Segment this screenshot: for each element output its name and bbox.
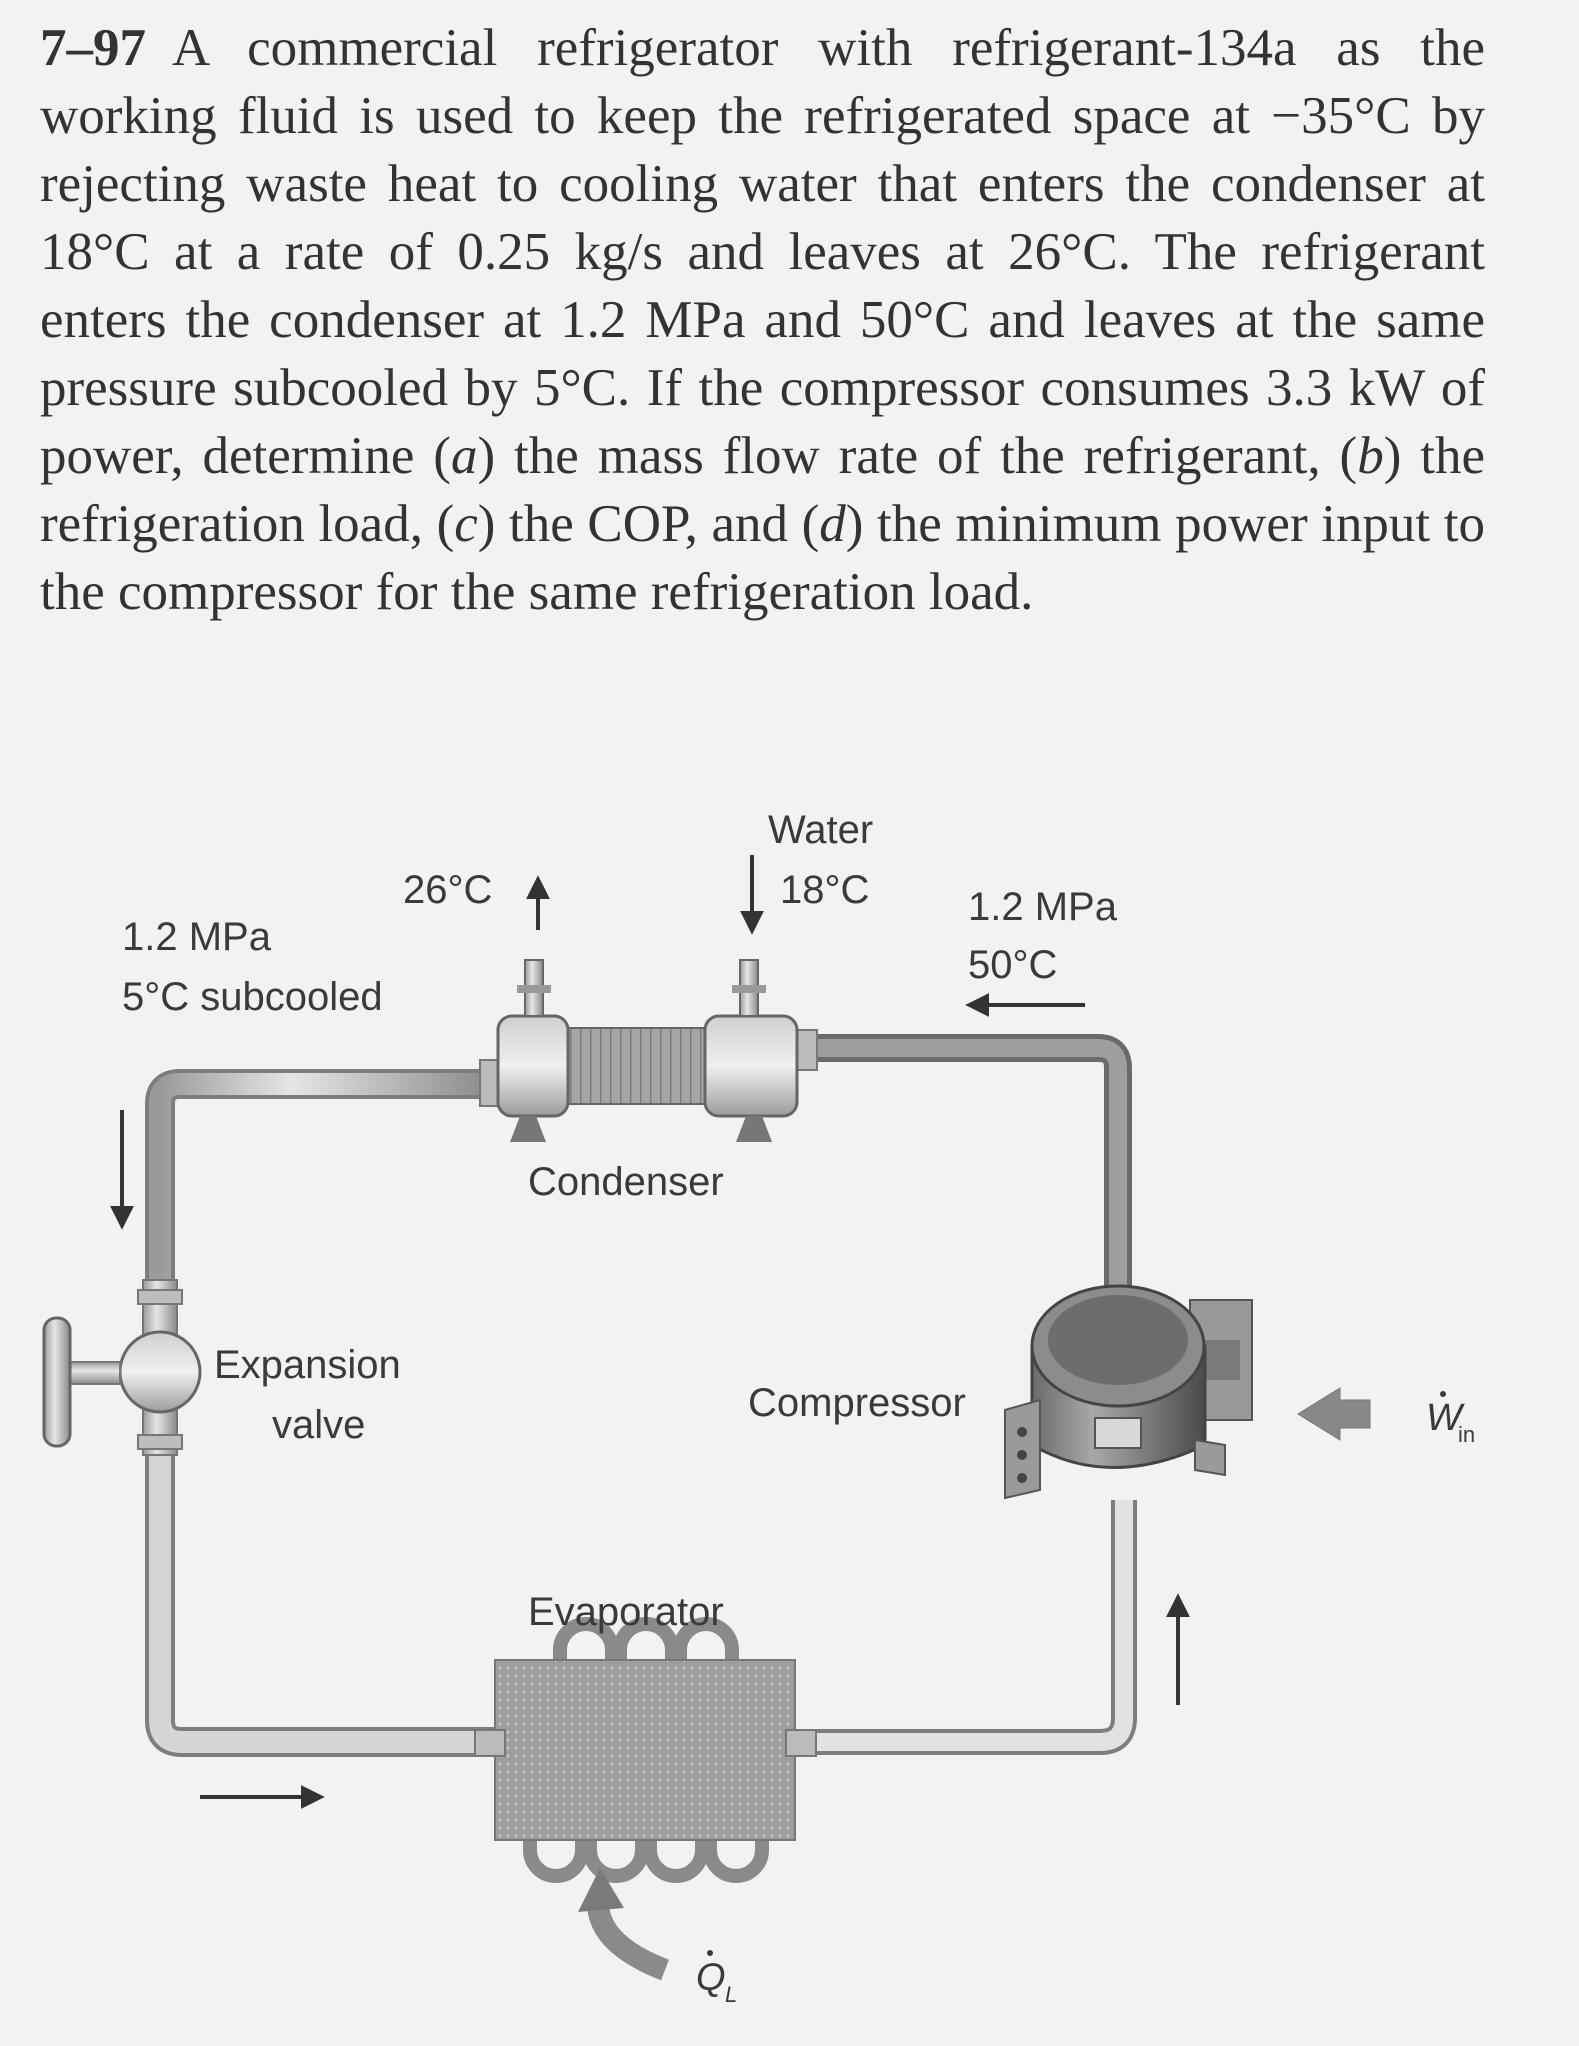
expansion-label-line1: Expansion xyxy=(214,1343,401,1387)
water-out-temp-label: 26°C xyxy=(403,868,492,912)
evaporator-unit xyxy=(474,1617,817,1883)
heat-in-arrow xyxy=(587,1903,670,1981)
work-in-arrow xyxy=(1297,1387,1371,1441)
piping xyxy=(145,1034,1137,1757)
water-label: Water xyxy=(768,808,873,852)
heat-in-symbol: Q xyxy=(696,1957,726,1999)
flow-arrows xyxy=(110,855,1371,1981)
work-in-symbol: W xyxy=(1426,1397,1465,1439)
cond-in-pressure-label: 1.2 MPa xyxy=(968,885,1118,929)
problem-text-4: ) the COP, and ( xyxy=(477,495,820,553)
part-a: a xyxy=(450,427,478,485)
expansion-valve xyxy=(42,1279,202,1456)
heat-in-label: Q L xyxy=(696,1950,737,2007)
water-in-temp-label: 18°C xyxy=(780,868,869,912)
part-b: b xyxy=(1357,427,1384,485)
part-c: c xyxy=(454,495,478,553)
problem-text-3: ) the refrigeration load, ( xyxy=(40,427,1486,553)
condenser-unit xyxy=(479,959,818,1142)
cond-in-temp-label: 50°C xyxy=(968,943,1057,987)
work-in-label: W in xyxy=(1426,1391,1475,1447)
cond-out-state-label: 5°C subcooled xyxy=(122,975,383,1019)
problem-text-1: A commercial refrigerator with refrigera… xyxy=(40,19,1485,485)
heat-in-subscript: L xyxy=(725,1982,737,2007)
figure-labels: Water 18°C 26°C 1.2 MPa 5°C subcooled 1.… xyxy=(122,808,1475,2007)
expansion-label-line2: valve xyxy=(272,1403,365,1447)
problem-text-2: ) the mass flow rate of the refrigerant,… xyxy=(477,427,1358,485)
work-in-subscript: in xyxy=(1458,1422,1475,1447)
evaporator-label: Evaporator xyxy=(528,1590,724,1634)
part-d: d xyxy=(819,495,846,553)
cond-out-pressure-label: 1.2 MPa xyxy=(122,915,272,959)
problem-number: 7–97 xyxy=(40,19,146,77)
compressor-unit xyxy=(1004,1284,1253,1500)
compressor-label: Compressor xyxy=(748,1381,966,1425)
condenser-label: Condenser xyxy=(528,1160,724,1204)
problem-text-5: ) the minimum power input to the compres… xyxy=(40,495,1485,621)
